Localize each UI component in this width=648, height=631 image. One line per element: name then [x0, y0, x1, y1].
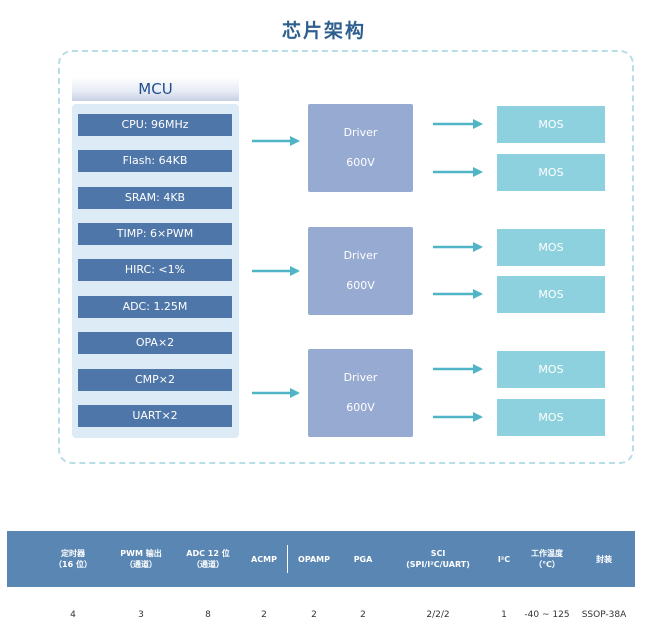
mos-block-2: MOS [497, 154, 605, 191]
mcu-header: MCU [72, 77, 239, 101]
spec-sram: SRAM: 4KB [78, 187, 232, 209]
driver-block-1: Driver 600V [308, 104, 413, 192]
table-header-opamp: OPAMP [298, 554, 330, 564]
table-cell-package: SSOP-38A [581, 610, 627, 620]
mos-block-4: MOS [497, 276, 605, 313]
driver-block-2: Driver 600V [308, 227, 413, 315]
spec-table-header: 定时器 （16 位） PWM 输出 （通道） ADC 12 位 （通道） ACM… [7, 531, 635, 587]
table-cell-sci: 2/2/2 [426, 610, 450, 620]
driver-voltage: 600V [346, 279, 375, 292]
table-header-divider [287, 545, 288, 573]
driver-voltage: 600V [346, 401, 375, 414]
spec-cpu: CPU: 96MHz [78, 114, 232, 136]
mos-block-1: MOS [497, 106, 605, 143]
spec-opa: OPA×2 [78, 332, 232, 354]
table-cell-temperature: -40 ~ 125 [524, 610, 570, 620]
architecture-frame [58, 50, 634, 464]
table-header-i2c: I²C [497, 554, 511, 564]
table-cell-pga: 2 [360, 610, 366, 620]
driver-label: Driver [343, 126, 378, 139]
driver-label: Driver [343, 371, 378, 384]
table-cell-adc: 8 [205, 610, 211, 620]
table-header-sci: SCI (SPI/I²C/UART) [406, 549, 470, 569]
spec-timp: TIMP: 6×PWM [78, 223, 232, 245]
mos-block-6: MOS [497, 399, 605, 436]
driver-block-3: Driver 600V [308, 349, 413, 437]
spec-cmp: CMP×2 [78, 369, 232, 391]
table-cell-opamp: 2 [311, 610, 317, 620]
mos-block-5: MOS [497, 351, 605, 388]
mos-block-3: MOS [497, 229, 605, 266]
spec-flash: Flash: 64KB [78, 150, 232, 172]
driver-label: Driver [343, 249, 378, 262]
table-cell-pwm: 3 [138, 610, 144, 620]
table-cell-acmp: 2 [261, 610, 267, 620]
table-header-package: 封装 [596, 554, 612, 564]
table-header-acmp: ACMP [251, 554, 277, 564]
table-header-timer: 定时器 （16 位） [54, 549, 92, 569]
spec-adc: ADC: 1.25M [78, 296, 232, 318]
spec-uart: UART×2 [78, 405, 232, 427]
table-cell-i2c: 1 [501, 610, 507, 620]
table-cell-timer: 4 [70, 610, 76, 620]
spec-hirc: HIRC: <1% [78, 259, 232, 281]
page-title: 芯片架构 [281, 20, 366, 42]
table-header-pga: PGA [353, 554, 373, 564]
table-header-pwm: PWM 输出 （通道） [120, 549, 162, 569]
table-header-temperature: 工作温度 （℃） [531, 549, 563, 569]
driver-voltage: 600V [346, 156, 375, 169]
table-header-adc: ADC 12 位 （通道） [186, 549, 230, 569]
